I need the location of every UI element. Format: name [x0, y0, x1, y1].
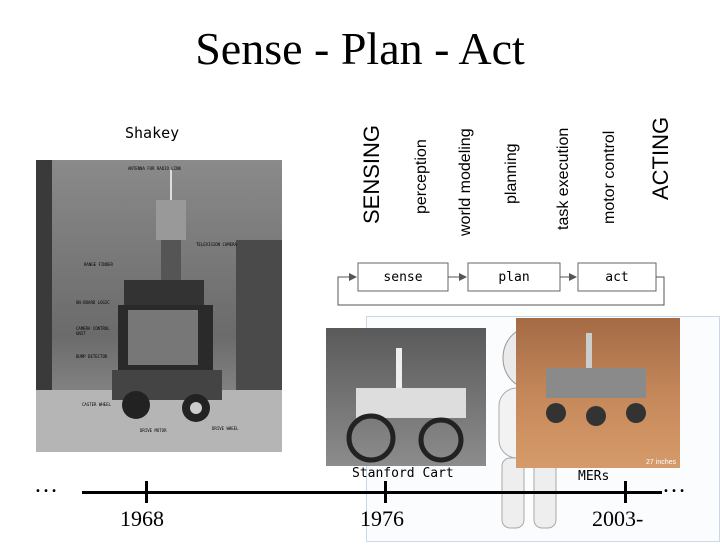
loop-sense-label: sense [383, 270, 423, 285]
shakey-label: Shakey [125, 124, 180, 142]
shakey-photo: ANTENNA FOR RADIO LINK TELEVISION CAMERA… [36, 160, 282, 452]
timeline-line [82, 491, 662, 494]
mers-scale-label: 27 inches [646, 459, 676, 466]
layer-sensing: SENSING [359, 124, 384, 224]
page-title: Sense - Plan - Act [195, 23, 525, 74]
timeline-year-1976: 1976 [360, 506, 404, 531]
shakey-robot-illustration [36, 160, 282, 452]
timeline-year-1968: 1968 [120, 506, 164, 531]
timeline-ellipsis-right: … [662, 472, 686, 498]
layer-world-modeling: world modeling [457, 128, 474, 236]
timeline-tick-1968 [145, 481, 148, 503]
shakey-photo-label-range-finder: RANGE FINDER [84, 262, 113, 267]
layer-acting: ACTING [648, 116, 673, 200]
timeline-tick-1976 [384, 481, 387, 503]
layer-motor-control: motor control [601, 130, 618, 224]
shakey-photo-label-drive-wheel: DRIVE WHEEL [212, 426, 239, 431]
shakey-photo-label-camera-control: CAMERA CONTROL UNIT [76, 326, 110, 336]
shakey-photo-label-camera: TELEVISION CAMERA [196, 242, 237, 247]
loop-plan-label: plan [498, 270, 530, 285]
shakey-photo-label-antenna: ANTENNA FOR RADIO LINK [128, 166, 181, 171]
mers-photo: 27 inches [516, 318, 680, 468]
timeline-ellipsis-left: … [34, 472, 58, 498]
stanford-cart-photo [326, 328, 486, 466]
layer-perception: perception [413, 139, 430, 214]
shakey-photo-label-drive-motor: DRIVE MOTOR [140, 428, 167, 433]
layer-planning: planning [503, 143, 520, 205]
shakey-photo-label-logic: ON-BOARD LOGIC [76, 300, 110, 305]
shakey-photo-label-bump: BUMP DETECTOR [76, 354, 108, 359]
timeline-year-2003: 2003- [592, 506, 644, 531]
mers-caption: MERs [578, 469, 610, 484]
layer-task-execution: task execution [555, 127, 572, 230]
shakey-photo-label-caster: CASTER WHEEL [82, 402, 111, 407]
sense-plan-act-loop [337, 262, 665, 306]
stanford-cart-caption: Stanford Cart [352, 466, 454, 481]
timeline-tick-2003 [624, 481, 627, 503]
loop-act-label: act [605, 270, 629, 285]
